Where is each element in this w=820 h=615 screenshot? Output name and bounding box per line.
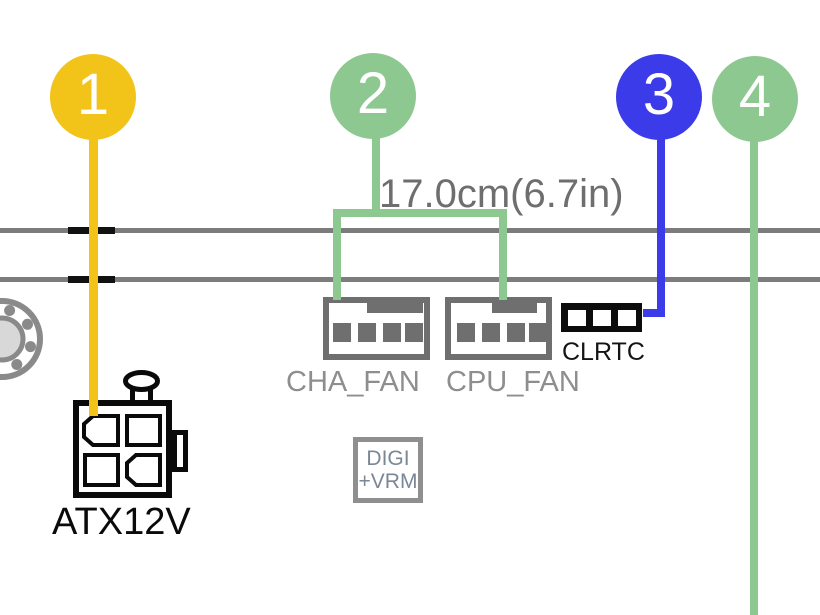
leader-line-3-horizontal xyxy=(643,309,665,317)
connector-pin xyxy=(333,323,351,342)
clrtc-jumper-icon xyxy=(561,303,642,332)
leader-line-2-bar xyxy=(333,209,507,217)
callout-number-2: 2 xyxy=(356,61,390,126)
cha-fan-connector-icon xyxy=(323,297,430,360)
connector-pin xyxy=(457,323,475,342)
callout-badge-2: 2 xyxy=(330,53,416,139)
mounting-hole-icon xyxy=(0,298,43,380)
connector-pin xyxy=(507,323,525,342)
atx12v-label: ATX12V xyxy=(52,501,191,543)
callout-number-3: 3 xyxy=(642,62,676,127)
leader-line-3-vertical xyxy=(657,138,665,317)
cpu-fan-connector-icon xyxy=(445,297,552,360)
connector-pin xyxy=(529,323,547,342)
leader-line-2-stem xyxy=(372,138,380,217)
jumper-pin xyxy=(593,310,611,326)
connector-pin xyxy=(482,323,500,342)
measurement-label: 17.0cm(6.7in) xyxy=(379,172,624,216)
jumper-pin xyxy=(618,310,636,326)
callout-badge-1: 1 xyxy=(50,54,136,140)
leader-line-4 xyxy=(750,140,758,615)
leader-line-2-drop-right xyxy=(499,209,507,300)
leader-line-1 xyxy=(89,97,98,416)
cha-fan-label: CHA_FAN xyxy=(286,366,420,398)
atx12v-connector-icon xyxy=(73,370,188,498)
callout-badge-3: 3 xyxy=(616,54,702,140)
digi-vrm-label-line2: +VRM xyxy=(358,470,418,493)
connector-key-tab xyxy=(367,297,423,313)
clrtc-label: CLRTC xyxy=(562,338,645,366)
connector-pin xyxy=(383,323,401,342)
board-edge-line-bottom xyxy=(0,277,820,282)
connector-key-tab xyxy=(492,297,537,313)
leader-line-2-drop-left xyxy=(333,209,341,300)
jumper-pin xyxy=(568,310,586,326)
board-edge-line-top xyxy=(0,228,820,233)
digi-vrm-label-line1: DIGI xyxy=(366,447,410,470)
cpu-fan-label: CPU_FAN xyxy=(446,366,580,398)
callout-badge-4: 4 xyxy=(712,56,798,142)
digi-vrm-block: DIGI +VRM xyxy=(353,437,423,503)
connector-pin xyxy=(358,323,376,342)
callout-number-1: 1 xyxy=(76,62,110,127)
callout-number-4: 4 xyxy=(738,64,772,129)
connector-pin xyxy=(405,323,423,342)
